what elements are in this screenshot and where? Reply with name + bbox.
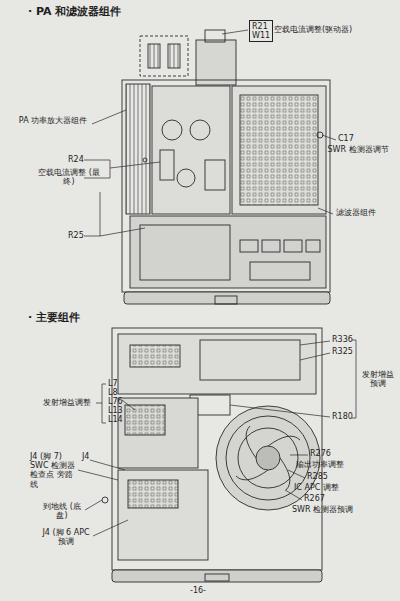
callout-note: 空载电流调整 (最终): [38, 168, 100, 186]
callout-number: R325: [332, 347, 353, 356]
callout-note: IC APC 调整: [294, 483, 394, 492]
callout-box: R21W11: [249, 20, 273, 42]
callout-note: 空载电流调整(驱动器): [274, 25, 352, 34]
callout-note: 发射增益预调: [360, 370, 396, 388]
callout-number: R25: [68, 231, 84, 240]
callout-note: 输出功率调整: [296, 460, 396, 469]
callout-number: R267: [304, 494, 325, 503]
callout-number: R285: [307, 472, 328, 481]
callout-number: W11: [252, 31, 270, 40]
callout-note: 发射增益调整: [40, 398, 94, 407]
part-name: 滤波器组件: [336, 208, 376, 217]
callout-note: J4 (脚 6 APC 预调: [40, 528, 92, 546]
section-heading: · 主要组件: [28, 312, 80, 325]
callout-note: 到地线 (底盘): [40, 502, 84, 520]
callout-number: R180: [332, 412, 353, 421]
part-name: PA 功率放大器组件: [16, 116, 90, 125]
pa-filter-unit: [122, 30, 330, 304]
callout-note: SWR 检测器调节: [326, 145, 390, 154]
callout-note: SWR 检测器预调: [292, 505, 392, 514]
section-heading: · PA 和滤波器组件: [28, 6, 121, 19]
callout-number: L13: [108, 406, 123, 415]
callout-number: R24: [68, 155, 84, 164]
callout-number: L8: [108, 388, 118, 397]
callout-number: R21: [252, 22, 270, 31]
callout-number: L7: [108, 379, 118, 388]
callout-number: R276: [310, 449, 331, 458]
callout-number: R336: [332, 335, 353, 344]
callout-number: L76: [108, 397, 123, 406]
pin-name: J4: [82, 452, 89, 461]
page-number: -16-: [190, 586, 206, 595]
callout-number: C17: [338, 134, 354, 143]
callout-note: J4 (脚 7) SWC 检测器 检查点 旁路线: [30, 452, 80, 489]
main-unit: [102, 328, 322, 582]
callout-number: L14: [108, 415, 123, 424]
